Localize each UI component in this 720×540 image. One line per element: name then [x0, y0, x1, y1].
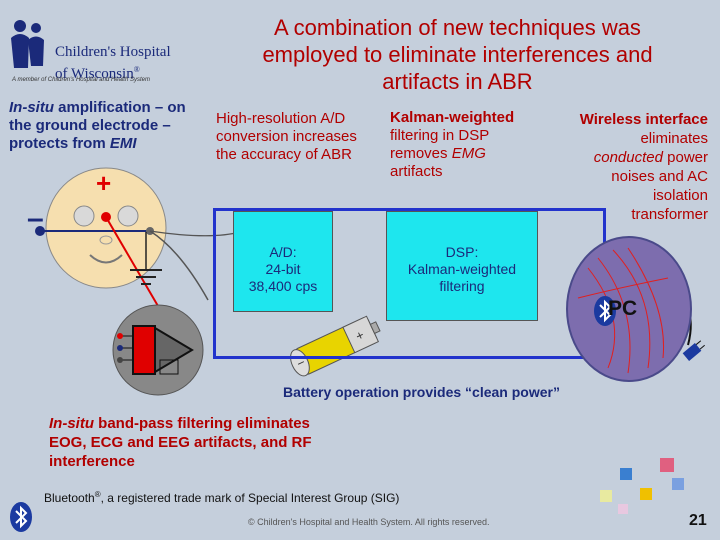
usb-plug-icon [682, 340, 705, 361]
battery-text: Battery operation provides “clean power” [283, 384, 560, 400]
ad-converter-box: A/D: 24-bit 38,400 cps [233, 211, 333, 312]
page-number: 21 [689, 512, 707, 529]
pc-circle [566, 236, 692, 382]
ground-icon [130, 232, 162, 285]
amplifier-icon [112, 304, 204, 396]
slide-title: A combination of new techniques was empl… [262, 15, 653, 94]
high-resolution-text: High-resolution A/D conversion increases… [216, 110, 357, 163]
minus-sign: – [27, 202, 44, 235]
head-icon [40, 167, 167, 289]
kalman-text: Kalman-weighted filtering in DSP removes… [390, 109, 515, 180]
copyright: © Children's Hospital and Health System.… [248, 517, 490, 527]
bluetooth-icon [10, 502, 32, 532]
logo-name: Children's Hospital of Wisconsin® [55, 44, 171, 82]
cable [149, 230, 209, 301]
decorative-squares-icon [600, 458, 684, 514]
wireless-text: Wireless interface eliminates conducted … [579, 111, 708, 223]
children-logo-icon [6, 18, 196, 88]
insitu-amplification-text: In-situ amplification – on the ground el… [9, 99, 186, 152]
bandpass-text: In-situ band-pass filtering eliminates E… [49, 415, 312, 470]
pc-label: PC [608, 297, 638, 320]
bluetooth-note: Bluetooth®, a registered trade mark of S… [44, 490, 400, 505]
dsp-box: DSP: Kalman-weighted filtering [386, 211, 538, 321]
plus-sign: + [96, 168, 111, 198]
bluetooth-icon [594, 296, 616, 326]
logo-tagline: A member of Children's Hospital and Heal… [12, 77, 150, 83]
